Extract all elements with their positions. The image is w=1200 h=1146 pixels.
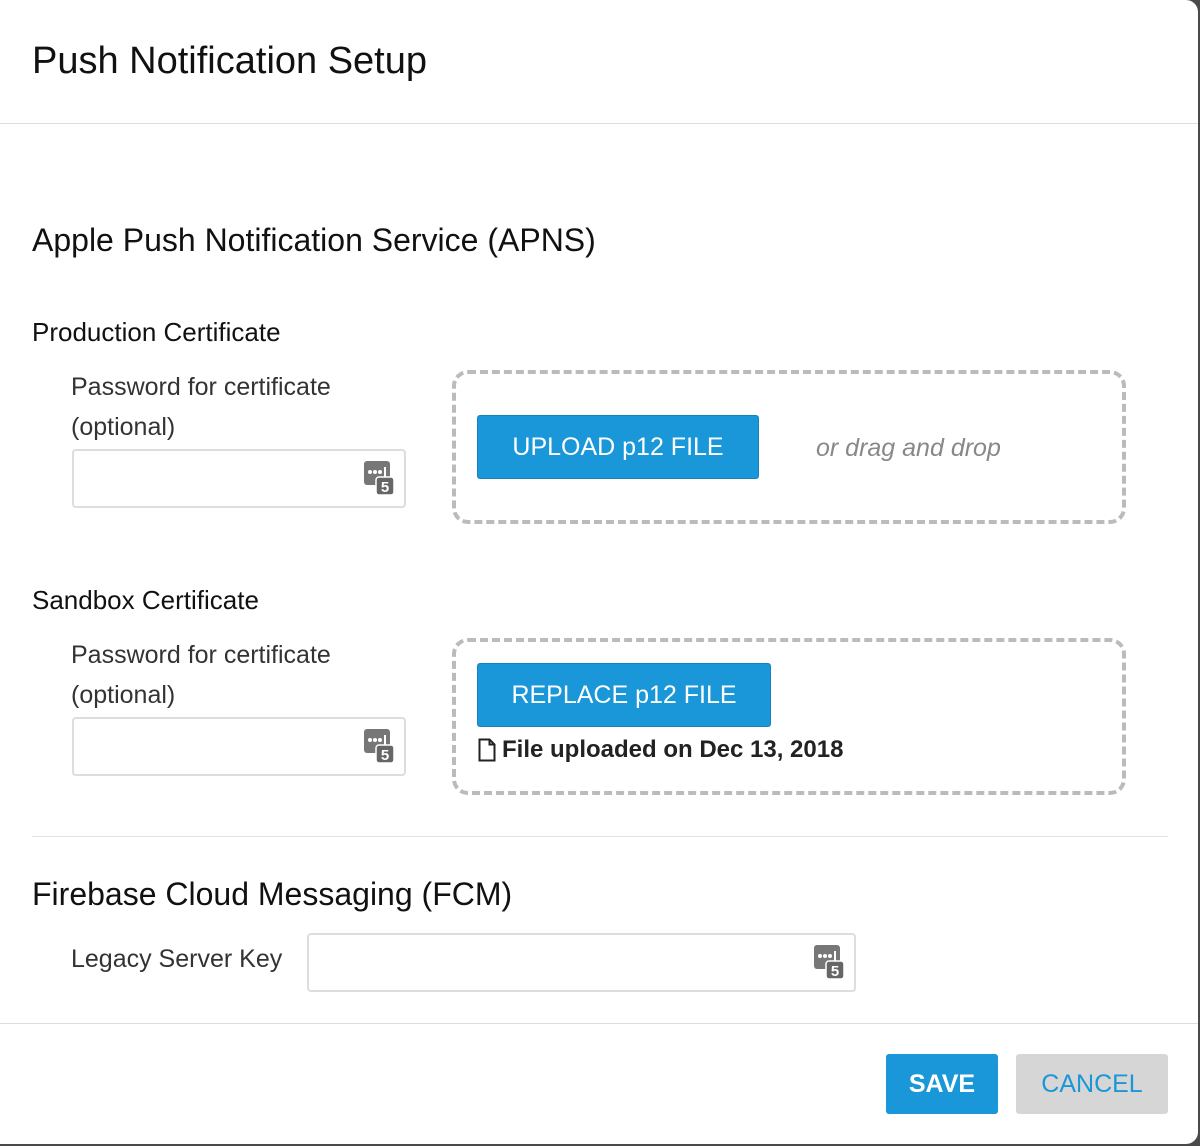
- production-certificate-heading: Production Certificate: [32, 317, 281, 347]
- apns-heading: Apple Push Notification Service (APNS): [32, 222, 596, 258]
- production-dropzone[interactable]: UPLOAD p12 FILE or drag and drop: [452, 370, 1126, 524]
- legacy-server-key-input[interactable]: 5: [307, 933, 856, 992]
- production-password-label-optional: (optional): [71, 413, 176, 441]
- footer-divider: [0, 1023, 1198, 1024]
- file-icon: [478, 738, 496, 762]
- file-uploaded-text: File uploaded on Dec 13, 2018: [502, 736, 844, 763]
- production-password-label: Password for certificate: [71, 373, 331, 401]
- sandbox-password-label-optional: (optional): [71, 681, 176, 709]
- production-password-input[interactable]: 5: [72, 449, 406, 508]
- fcm-heading: Firebase Cloud Messaging (FCM): [32, 876, 513, 912]
- legacy-server-key-label: Legacy Server Key: [71, 945, 283, 973]
- header-divider: [0, 123, 1198, 124]
- file-status: File uploaded on Dec 13, 2018: [478, 736, 843, 764]
- sandbox-dropzone[interactable]: REPLACE p12 FILE File uploaded on Dec 13…: [452, 638, 1126, 795]
- drag-drop-hint: or drag and drop: [816, 434, 1001, 462]
- save-button[interactable]: SAVE: [886, 1054, 998, 1114]
- dialog-title: Push Notification Setup: [32, 40, 428, 82]
- password-manager-icon[interactable]: 5: [364, 461, 394, 495]
- upload-p12-button[interactable]: UPLOAD p12 FILE: [477, 415, 759, 479]
- password-manager-icon[interactable]: 5: [814, 945, 844, 979]
- svg-text:5: 5: [831, 963, 839, 979]
- replace-p12-button[interactable]: REPLACE p12 FILE: [477, 663, 771, 727]
- section-divider: [32, 836, 1168, 837]
- sandbox-password-input[interactable]: 5: [72, 717, 406, 776]
- sandbox-certificate-heading: Sandbox Certificate: [32, 585, 259, 615]
- password-manager-icon[interactable]: 5: [364, 729, 394, 763]
- svg-text:5: 5: [381, 747, 389, 763]
- svg-text:5: 5: [381, 479, 389, 495]
- cancel-button[interactable]: CANCEL: [1016, 1054, 1168, 1114]
- sandbox-password-label: Password for certificate: [71, 641, 331, 669]
